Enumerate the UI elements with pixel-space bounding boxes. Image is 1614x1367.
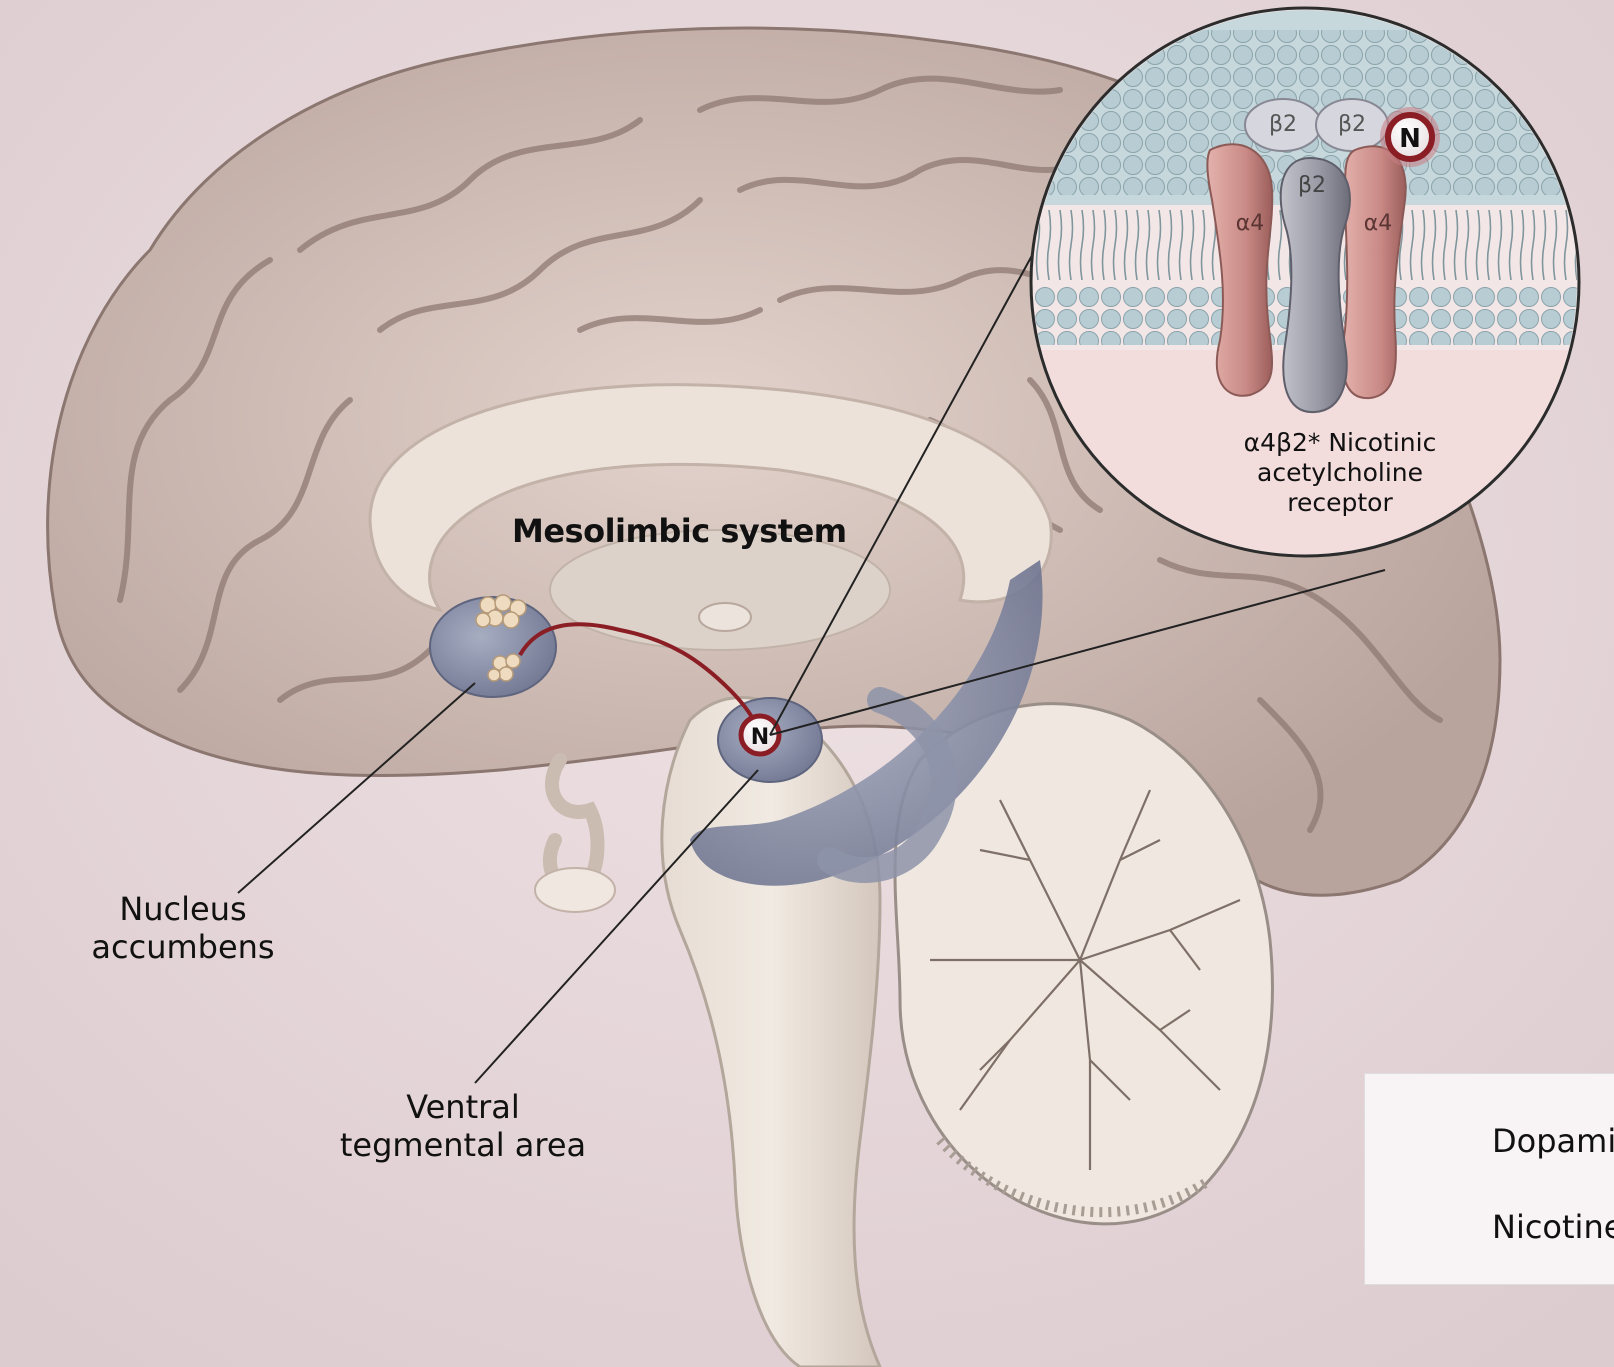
nucleus-accumbens-label: Nucleus accumbens <box>88 890 278 967</box>
vta-label-line2: tegmental area <box>338 1126 588 1164</box>
beta-label-back-left: β2 <box>1269 112 1297 137</box>
alpha-label-right: α4 <box>1364 211 1393 236</box>
receptor-label-line1: α4β2* Nicotinic <box>1205 428 1475 458</box>
vta-label-line1: Ventral <box>338 1088 588 1126</box>
legend-nicotine-label: Nicotine <box>1492 1208 1614 1246</box>
nucleus-label-line1: Nucleus <box>88 890 278 928</box>
legend <box>1364 1073 1614 1285</box>
svg-text:N: N <box>1399 124 1421 154</box>
receptor-label-line3: receptor <box>1205 488 1475 518</box>
receptor-label-line2: acetylcholine <box>1205 458 1475 488</box>
pituitary-gland <box>535 868 615 912</box>
nucleus-label-line2: accumbens <box>88 928 278 966</box>
legend-dopamine-label: Dopami <box>1492 1122 1614 1160</box>
interthalamic-adhesion <box>699 603 751 631</box>
beta-label-back-right: β2 <box>1338 112 1366 137</box>
ventral-tegmental-area-label: Ventral tegmental area <box>338 1088 588 1165</box>
alpha-label-left: α4 <box>1236 211 1265 236</box>
svg-text:N: N <box>751 725 769 750</box>
dopamine-cluster-upper <box>476 595 526 628</box>
beta-label-center: β2 <box>1298 173 1326 198</box>
nicotine-badge-receptor: N <box>1380 107 1440 167</box>
receptor-label: α4β2* Nicotinic acetylcholine receptor <box>1205 428 1475 518</box>
mesolimbic-system-label: Mesolimbic system <box>512 512 847 550</box>
alpha-subunit-right <box>1342 146 1405 398</box>
